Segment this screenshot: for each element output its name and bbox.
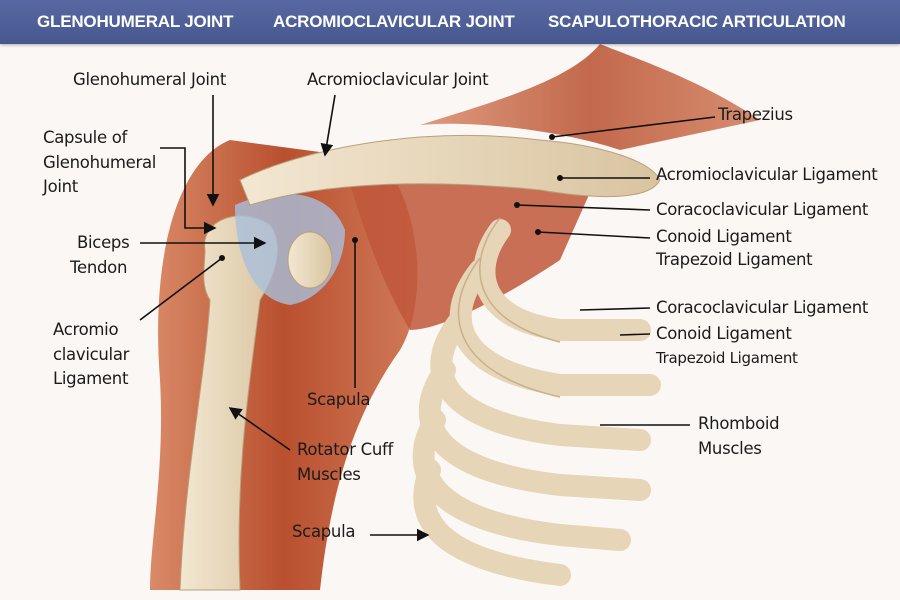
label-line: Rotator Cuff [297, 440, 393, 459]
label-line: Rhomboid [698, 414, 780, 433]
label-conoid-1: Conoid Ligament [656, 227, 792, 246]
label-line: Muscles [297, 464, 361, 484]
label-line: Capsule of [43, 128, 128, 147]
label-rotator-cuff: Rotator Cuff Muscles [297, 438, 393, 487]
label-scapula-lower: Scapula [292, 522, 356, 541]
rib-cage [412, 219, 661, 586]
leader-dots [219, 134, 563, 261]
label-scapula-upper: Scapula [307, 390, 371, 409]
trapezius-muscle [420, 44, 760, 150]
label-glenohumeral-joint: Glenohumeral Joint [73, 70, 227, 89]
tab-acromioclavicular-joint[interactable]: ACROMIOCLAVICULAR JOINT [273, 12, 515, 31]
label-rhomboid-muscles: Rhomboid Muscles [698, 412, 780, 461]
label-line: Biceps [77, 233, 130, 252]
label-line: Acromio [53, 320, 119, 339]
label-acromioclavicular-joint: Acromioclavicular Joint [307, 70, 489, 89]
label-capsule: Capsule of Glenohumeral Joint [43, 126, 156, 200]
label-line: clavicular [53, 344, 130, 364]
label-line: Joint [43, 177, 78, 196]
tab-scapulothoracic-articulation[interactable]: SCAPULOTHORACIC ARTICULATION [548, 12, 846, 31]
clavicle-bone [239, 135, 661, 206]
label-ac-ligament: Acromioclavicular Ligament [656, 165, 878, 184]
label-acromioclavicular-ligament-left: Acromio clavicular Ligament [53, 318, 129, 392]
rib-outlines [457, 217, 561, 398]
label-line: Muscles [698, 438, 762, 458]
header-bar: GLENOHUMERAL JOINT ACROMIOCLAVICULAR JOI… [0, 0, 900, 44]
label-trapezius: Trapezius [718, 105, 793, 124]
humeral-head [287, 231, 333, 289]
label-trapezoid-2: Trapezoid Ligament [656, 349, 798, 367]
label-biceps-tendon: Biceps Tendon [70, 231, 130, 280]
label-line: Glenohumeral [43, 152, 157, 172]
label-line: Tendon [70, 257, 128, 277]
label-cc-ligament-2: Coracoclavicular Ligament [656, 298, 869, 317]
tab-glenohumeral-joint[interactable]: GLENOHUMERAL JOINT [37, 12, 234, 31]
label-conoid-2: Conoid Ligament [656, 324, 792, 343]
label-line: Ligament [53, 369, 129, 388]
label-trapezoid-1: Trapezoid Ligament [656, 250, 813, 269]
label-cc-ligament-1: Coracoclavicular Ligament [656, 200, 869, 219]
leader-lines [139, 94, 716, 542]
